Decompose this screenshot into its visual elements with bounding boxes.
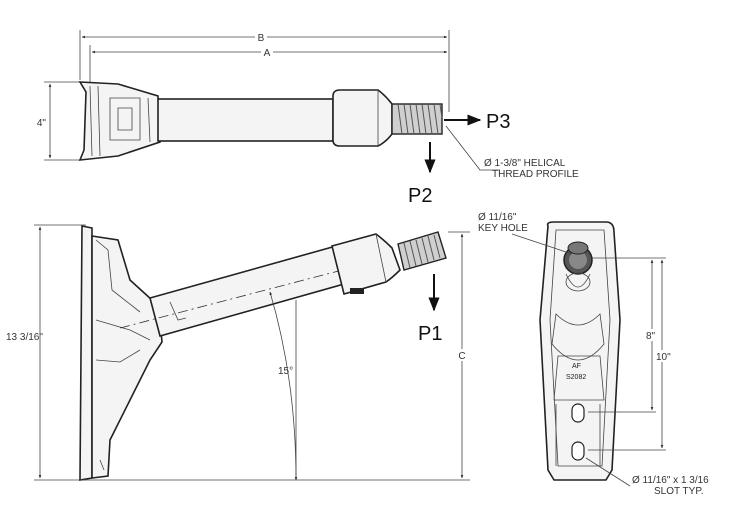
dimension-a-label: A (264, 48, 271, 59)
angle-arc (269, 291, 298, 481)
stamp-line1: AF (572, 363, 581, 370)
gusset (91, 235, 163, 479)
dimension-4in-label: 4" (37, 118, 47, 129)
keyhole-note-line2: KEY HOLE (478, 223, 528, 234)
dimension-10in-label: 10" (656, 352, 671, 363)
load-label-p1: P1 (418, 323, 442, 345)
end-gusset (551, 313, 605, 361)
dimension-8in-label: 8" (646, 331, 656, 342)
keyhole-note-line1: Ø 11/16" (478, 212, 517, 223)
dimension-b-label: B (258, 33, 265, 44)
side-view: 13 3/16" P1 15° C (6, 224, 470, 481)
angle-label: 15° (278, 366, 293, 377)
load-label-p2: P2 (408, 185, 432, 207)
slot-note-line2: SLOT TYP. (654, 486, 703, 497)
inclined-thread (397, 231, 447, 271)
slot-upper (571, 403, 585, 423)
stamp-line2: S2082 (566, 374, 586, 381)
coupler (332, 89, 393, 147)
dimension-13in-label: 13 3/16" (6, 332, 43, 343)
thread-note-line1: Ø 1-3/8" HELICAL (484, 158, 566, 169)
slot-note-line1: Ø 11/16" x 1 3/16 (632, 475, 709, 486)
end-view: AF S2082 Ø 11/16" KEY HOLE 8" 10" Ø 11/1… (478, 212, 709, 497)
slot-lower (571, 441, 585, 461)
mounting-plate (79, 225, 93, 481)
load-label-p3: P3 (486, 111, 510, 133)
top-view: B A 4" P3 P2 Ø 1-3/ (37, 30, 579, 207)
inclined-coupler (331, 233, 401, 295)
shaft (157, 98, 334, 142)
dimension-c-label: C (458, 351, 465, 362)
thread-note-line2: THREAD PROFILE (492, 169, 579, 180)
inclined-shaft (149, 244, 345, 337)
